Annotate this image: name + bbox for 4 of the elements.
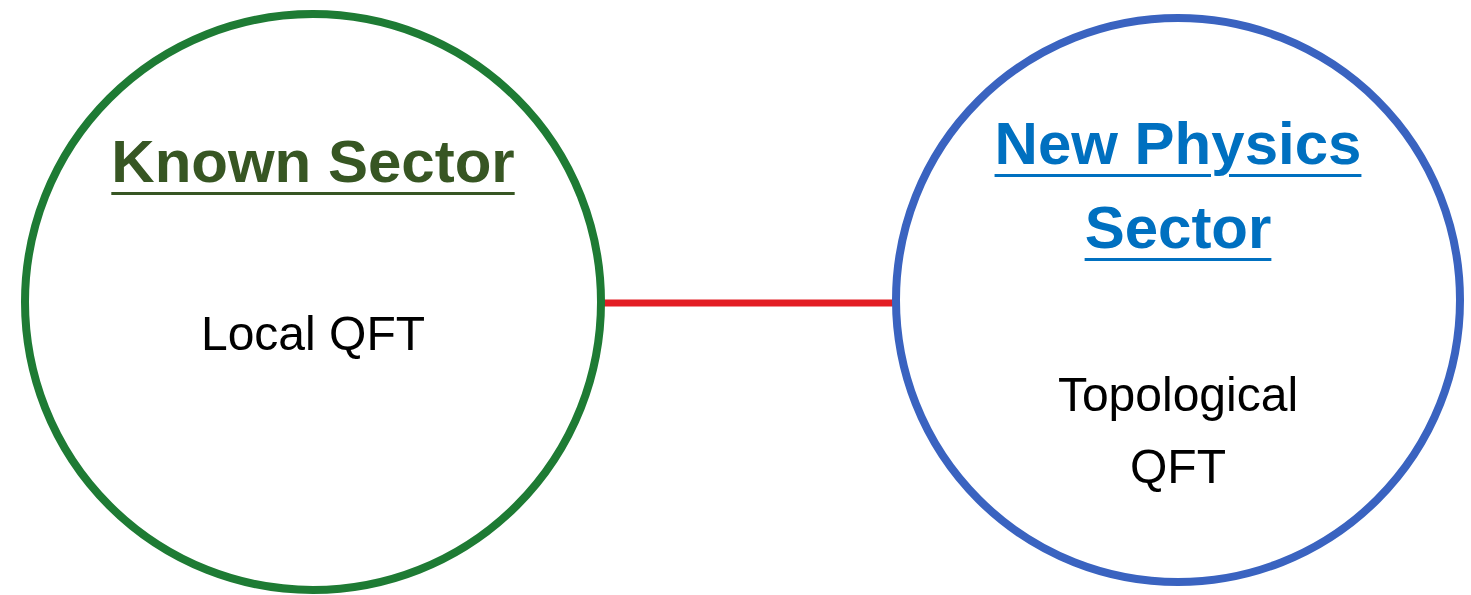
sector-heading: New Physics Sector — [993, 109, 1363, 263]
sector-description: Local QFT — [199, 306, 427, 362]
sector-description: Topological QFT — [1056, 367, 1300, 495]
sector-heading: Known Sector — [110, 127, 516, 197]
